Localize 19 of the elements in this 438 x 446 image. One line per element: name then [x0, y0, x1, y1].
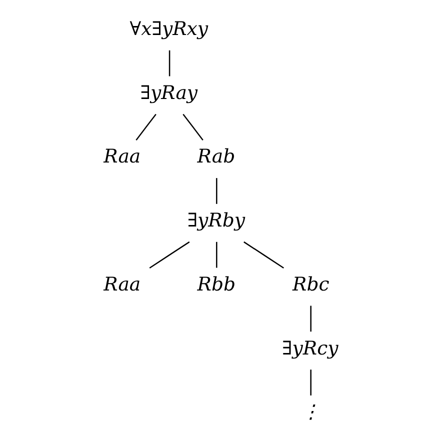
node-text: Raa — [104, 274, 141, 296]
node-text: ∃yRay — [140, 82, 198, 104]
connector — [216, 178, 218, 204]
node-text: ∃yRby — [187, 210, 246, 232]
node-text: Rbc — [292, 274, 330, 296]
node-text: ∃yRcy — [282, 338, 338, 360]
node-text: Rab — [197, 146, 236, 168]
connector — [136, 114, 156, 140]
node-text: ⋮ — [301, 402, 320, 424]
node-text: Rbb — [197, 274, 236, 296]
node-text: ∀x∃yRxy — [130, 19, 208, 40]
connector — [244, 241, 284, 268]
connector — [216, 242, 218, 268]
connector — [168, 50, 170, 76]
connector — [310, 306, 312, 332]
connector — [182, 114, 204, 140]
connector — [149, 241, 190, 268]
connector — [310, 370, 312, 396]
node-text: Raa — [104, 146, 141, 168]
